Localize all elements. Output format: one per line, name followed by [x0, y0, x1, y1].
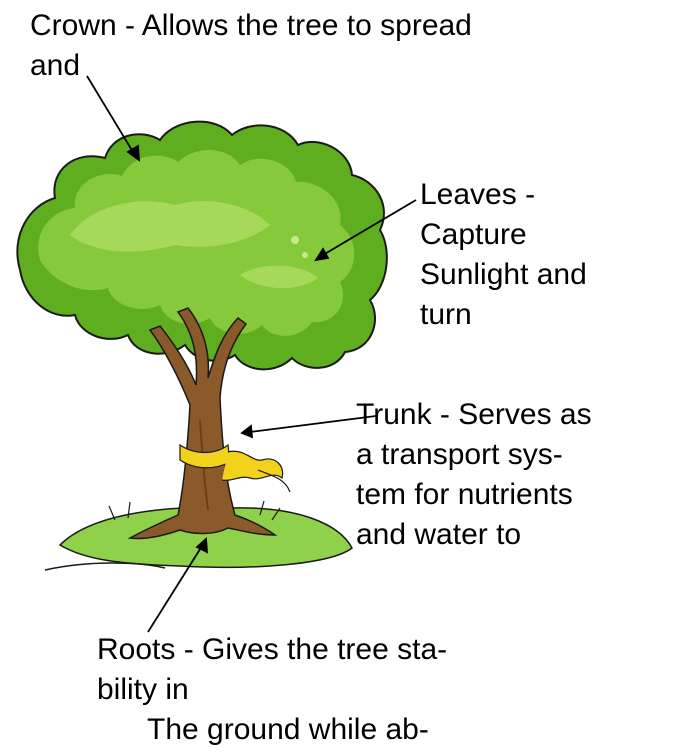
crown-label-line-2: and	[30, 46, 472, 86]
roots-label-line-3: The ground while ab-	[97, 710, 447, 750]
leaves-label-line-3: Sunlight and	[420, 255, 587, 295]
leaves-label-line-4: turn	[420, 295, 587, 335]
trunk-label-line-3: tem for nutrients	[356, 475, 592, 515]
trunk-label-line-4: and water to	[356, 515, 592, 555]
crown-label: Crown - Allows the tree to spread and	[30, 6, 472, 86]
roots-label-line-1: Roots - Gives the tree sta-	[97, 630, 447, 670]
trunk-label-line-1: Trunk - Serves as	[356, 395, 592, 435]
crown-label-line-1: Crown - Allows the tree to spread	[30, 6, 472, 46]
trunk-label-line-2: a transport sys-	[356, 435, 592, 475]
roots-label: Roots - Gives the tree sta- bility in Th…	[97, 630, 447, 750]
leaves-label-line-1: Leaves -	[420, 175, 587, 215]
leaves-label: Leaves - Capture Sunlight and turn	[420, 175, 587, 335]
leaves-label-line-2: Capture	[420, 215, 587, 255]
roots-label-line-2: bility in	[97, 670, 447, 710]
trunk-label: Trunk - Serves as a transport sys- tem f…	[356, 395, 592, 555]
